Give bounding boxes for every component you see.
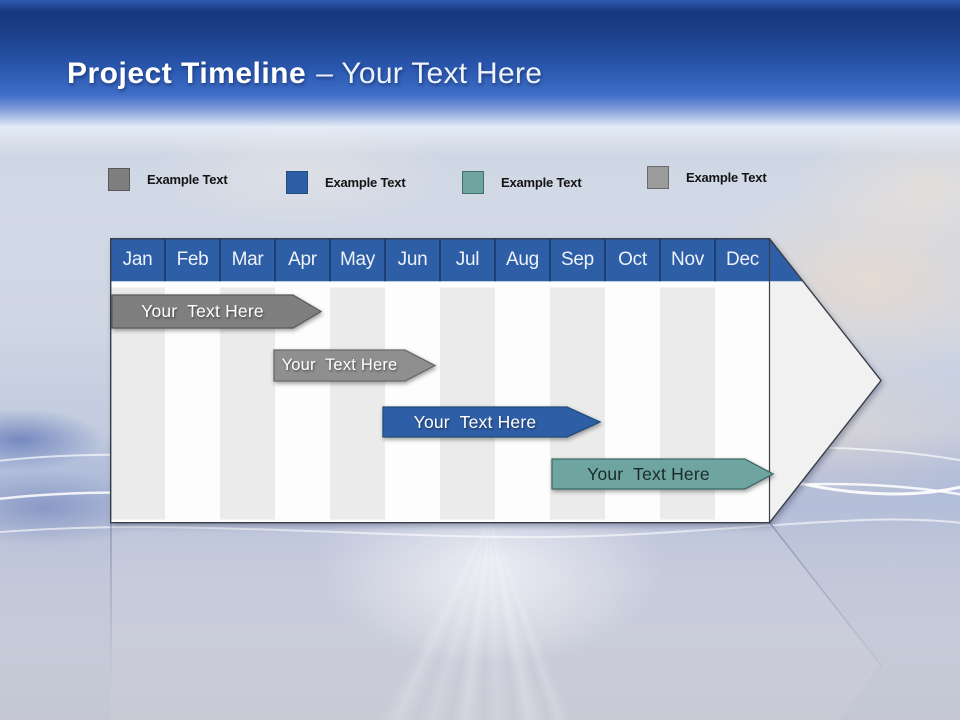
- legend-item-3: Example Text: [462, 171, 582, 194]
- slide-title: Project Timeline – Your Text Here: [67, 57, 542, 101]
- legend-item-2: Example Text: [286, 171, 406, 194]
- gantt-bar-1: [111, 294, 323, 329]
- legend-item-4: Example Text: [647, 166, 767, 189]
- legend-swatch-teal: [462, 171, 484, 194]
- legend-label: Example Text: [325, 175, 406, 190]
- month-label-sep: Sep: [561, 248, 594, 270]
- gantt-bar-3-label: Your Text Here: [413, 411, 537, 432]
- gantt-bar-2-label: Your Text Here: [281, 356, 398, 374]
- legend-label: Example Text: [686, 170, 767, 185]
- slide-title-subtitle: – Your Text Here: [316, 57, 543, 90]
- month-label-jul: Jul: [455, 248, 480, 270]
- legend-item-1: Example Text: [108, 168, 228, 191]
- table-border: [110, 238, 882, 524]
- table-reflection: [110, 522, 883, 720]
- month-label-aug: Aug: [506, 248, 539, 270]
- month-label-may: May: [340, 248, 375, 270]
- slide-title-main: Project Timeline: [67, 57, 307, 90]
- month-label-mar: Mar: [231, 248, 264, 270]
- month-header-labels: Jan Feb Mar Apr May Jun Jul Aug Sep Oct …: [110, 238, 770, 281]
- month-label-jun: Jun: [397, 248, 428, 270]
- gantt-bar-2: [273, 349, 437, 382]
- legend-swatch-gray-light: [647, 166, 669, 189]
- month-label-dec: Dec: [726, 248, 759, 270]
- timeline-arrow-table: [110, 238, 882, 524]
- month-label-feb: Feb: [176, 248, 209, 270]
- month-label-jan: Jan: [122, 248, 153, 270]
- gantt-bar-3: [382, 406, 602, 438]
- legend-swatch-gray-dark: [108, 168, 130, 191]
- legend-swatch-blue: [286, 171, 308, 194]
- legend-label: Example Text: [501, 175, 582, 190]
- header-separators: [164, 238, 716, 282]
- month-label-apr: Apr: [288, 248, 317, 270]
- month-label-oct: Oct: [618, 248, 647, 270]
- legend-label: Example Text: [147, 172, 228, 187]
- month-label-nov: Nov: [671, 248, 704, 270]
- gantt-bar-4-label: Your Text Here: [587, 463, 710, 484]
- gantt-bar-4: [551, 458, 775, 490]
- gantt-bar-1-label: Your Text Here: [141, 301, 264, 321]
- gantt-bars: [111, 294, 775, 490]
